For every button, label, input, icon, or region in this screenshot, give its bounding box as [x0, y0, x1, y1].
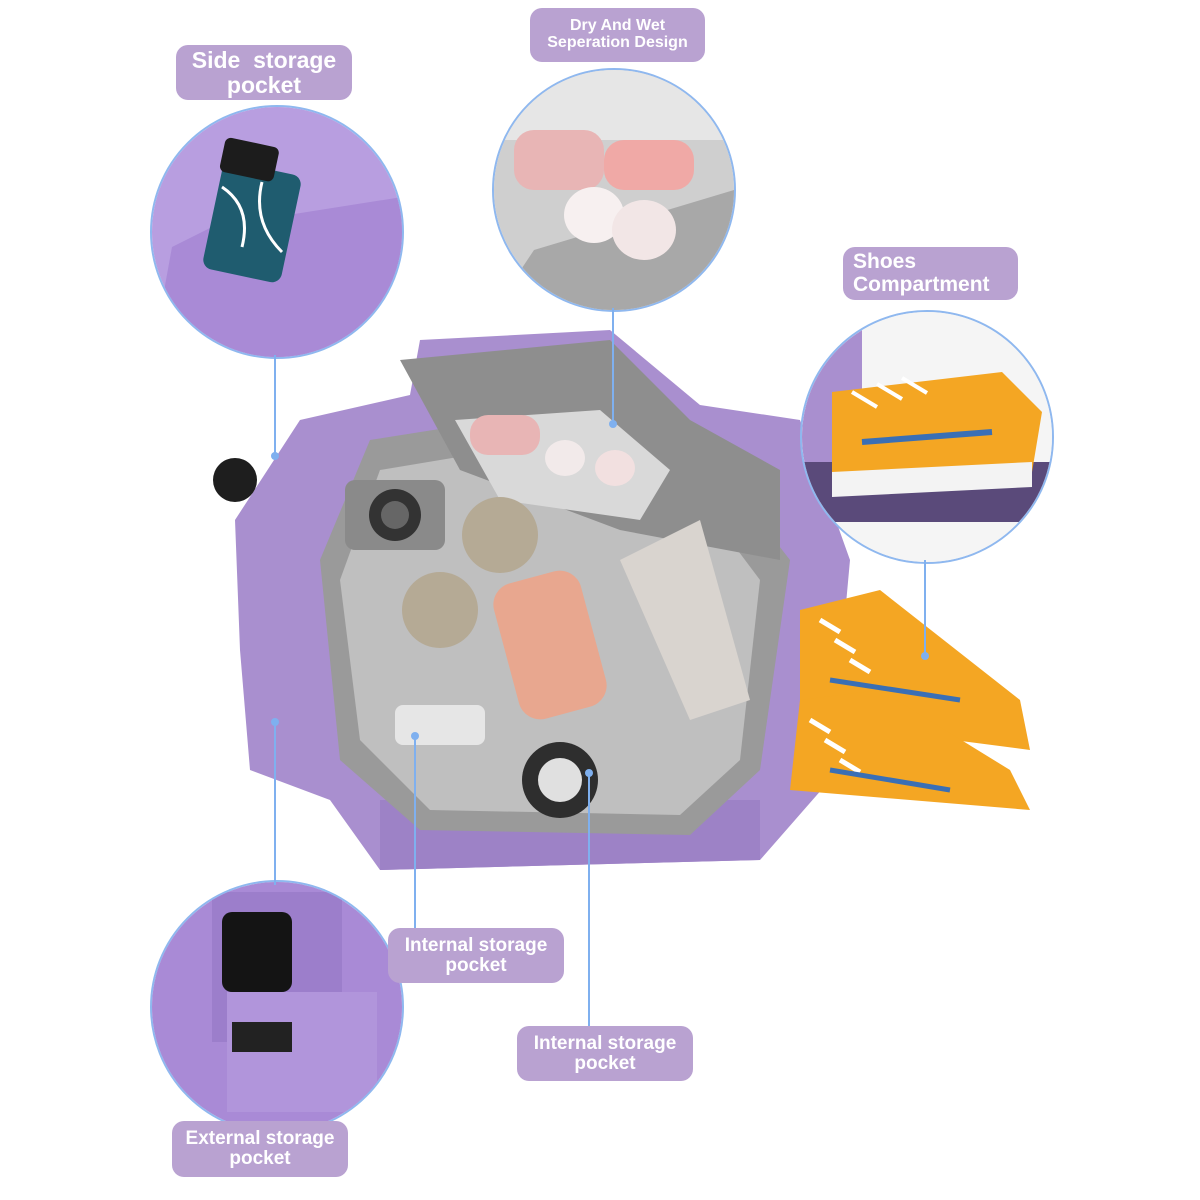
- label-shoes-line1: Shoes: [853, 250, 917, 274]
- label-internal1-line2: pocket: [445, 954, 507, 976]
- label-shoes-line2: Compartment: [853, 272, 990, 296]
- side-pocket-detail: [150, 105, 404, 359]
- label-external-storage-pocket: External storage pocket: [172, 1121, 348, 1177]
- label-side-line2: pocket: [226, 71, 302, 98]
- label-external-line1: External storage: [185, 1128, 335, 1150]
- leader-dot-shoes: [921, 652, 929, 660]
- external-pocket-detail: [150, 880, 404, 1134]
- leader-dot-side: [271, 452, 279, 460]
- label-shoes-compartment: Shoes Compartment: [843, 247, 1018, 300]
- label-internal2-line2: pocket: [574, 1052, 636, 1074]
- label-internal2-line1: Internal storage: [533, 1032, 677, 1054]
- label-external-line2: pocket: [229, 1148, 291, 1169]
- leader-dot-drywet: [609, 420, 617, 428]
- leader-dot-external: [271, 718, 279, 726]
- label-drywet-line2: Seperation Design: [547, 34, 688, 51]
- label-internal-storage-pocket-1: Internal storage pocket: [388, 928, 564, 983]
- leader-line-drywet: [612, 308, 614, 423]
- leader-line-internal-2: [588, 772, 590, 1026]
- label-internal-storage-pocket-2: Internal storage pocket: [517, 1026, 693, 1081]
- shoes-compartment-detail: [800, 310, 1054, 564]
- leader-dot-internal-1: [411, 732, 419, 740]
- label-dry-wet-separation: Dry And Wet Seperation Design: [530, 8, 705, 62]
- leader-line-internal-1: [414, 735, 416, 975]
- label-drywet-line1: Dry And Wet: [569, 17, 666, 35]
- label-side-storage-pocket: Side storage pocket: [176, 45, 352, 100]
- dry-wet-detail: [492, 68, 736, 312]
- leader-line-external: [274, 725, 276, 885]
- label-side-line1: Side storage: [191, 47, 337, 74]
- leader-line-side: [274, 355, 276, 455]
- leader-line-shoes: [924, 560, 926, 655]
- leader-dot-internal-2: [585, 769, 593, 777]
- label-internal1-line1: Internal storage: [404, 934, 548, 956]
